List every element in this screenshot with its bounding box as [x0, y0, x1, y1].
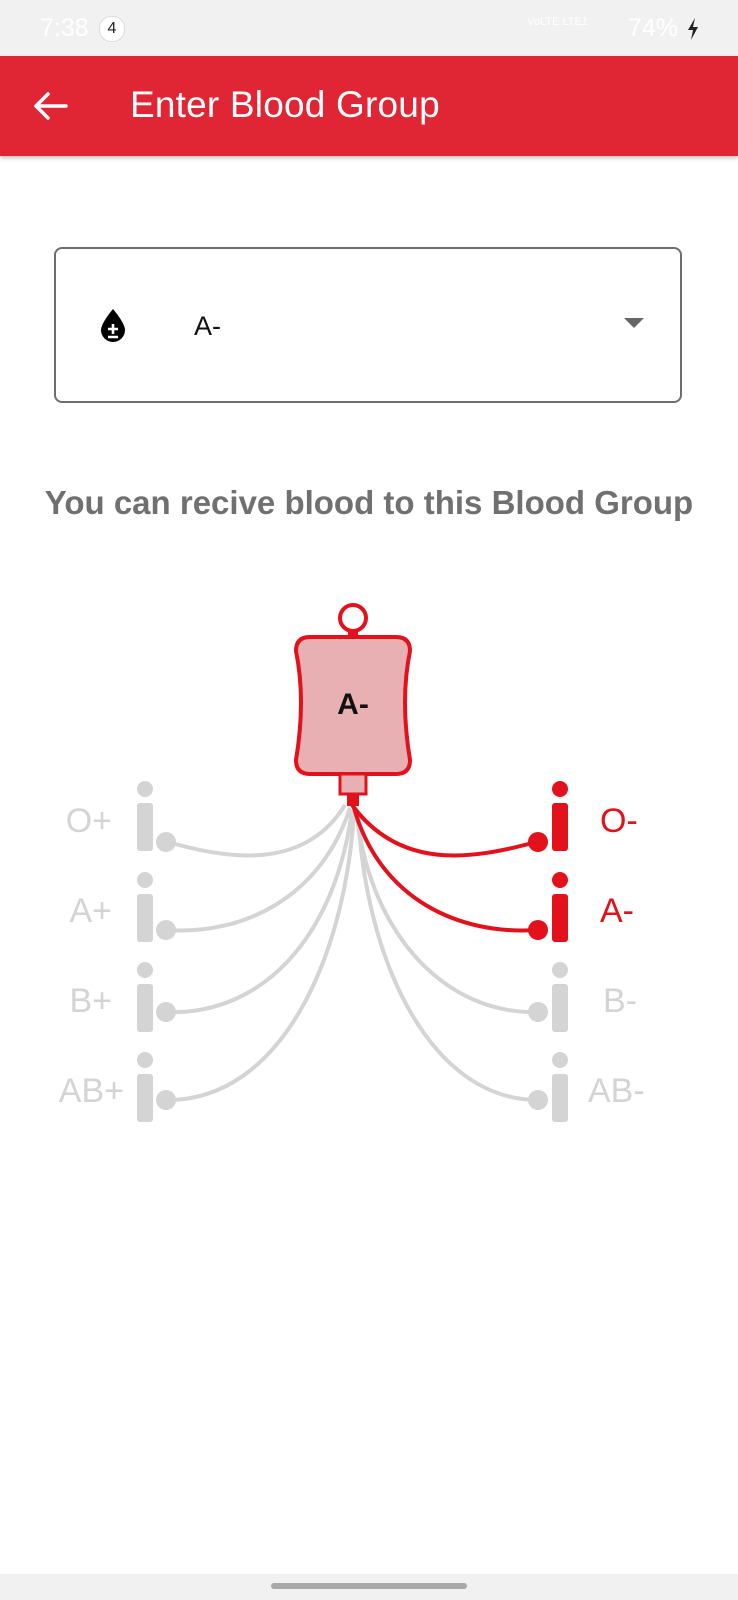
blood-bag-icon	[293, 603, 413, 806]
blood-drop-icon	[101, 309, 125, 342]
navigation-bar	[0, 1574, 738, 1600]
tube-ab-minus	[356, 811, 539, 1102]
status-time: 7:38	[40, 14, 89, 42]
tube-ab-plus	[167, 811, 356, 1102]
group-label-ab-plus: AB+	[59, 1072, 124, 1110]
network-indicator: VoLTE LTE1	[527, 16, 588, 28]
home-gesture-handle[interactable]	[271, 1583, 467, 1589]
back-button[interactable]	[22, 80, 78, 132]
person-icon-ab-plus	[137, 1052, 176, 1122]
tube-b-plus	[167, 809, 354, 1015]
notification-count-badge: 4	[99, 16, 125, 42]
person-icon-a-minus	[528, 872, 568, 942]
page-title: Enter Blood Group	[130, 84, 440, 125]
bag-blood-group-label: A-	[337, 688, 369, 721]
group-label-b-plus: B+	[69, 982, 112, 1020]
group-label-b-minus: B-	[603, 982, 637, 1020]
tube-b-minus	[354, 809, 539, 1015]
tube-o-plus	[167, 803, 347, 858]
blood-group-select[interactable]: A-	[54, 247, 682, 403]
tube-a-plus	[167, 807, 352, 933]
section-heading: You can recive blood to this Blood Group	[44, 484, 694, 521]
group-label-o-minus: O-	[600, 802, 638, 840]
app-bar: Enter Blood Group	[0, 56, 738, 156]
charging-icon	[688, 18, 698, 40]
person-icon-a-plus	[137, 872, 176, 942]
selected-blood-group: A-	[194, 311, 221, 341]
status-bar: 7:38 4 VoLTE LTE1 74%	[0, 0, 738, 56]
group-label-o-plus: O+	[66, 802, 112, 840]
person-icon-b-plus	[137, 962, 176, 1032]
tube-o-minus	[350, 803, 537, 858]
person-icon-b-minus	[528, 962, 568, 1032]
tube-a-minus	[352, 807, 537, 933]
chevron-down-icon	[624, 318, 644, 328]
arrow-back-icon	[34, 92, 68, 120]
person-icon-ab-minus	[528, 1052, 568, 1122]
group-label-a-plus: A+	[69, 892, 112, 930]
group-label-ab-minus: AB-	[588, 1072, 645, 1110]
compatibility-diagram: A- O+ A+ B+ AB+ O- A- B- AB-	[59, 603, 645, 1122]
group-label-a-minus: A-	[600, 892, 634, 930]
battery-percentage: 74%	[627, 14, 678, 42]
person-icon-o-plus	[137, 781, 176, 852]
person-icon-o-minus	[528, 781, 568, 852]
